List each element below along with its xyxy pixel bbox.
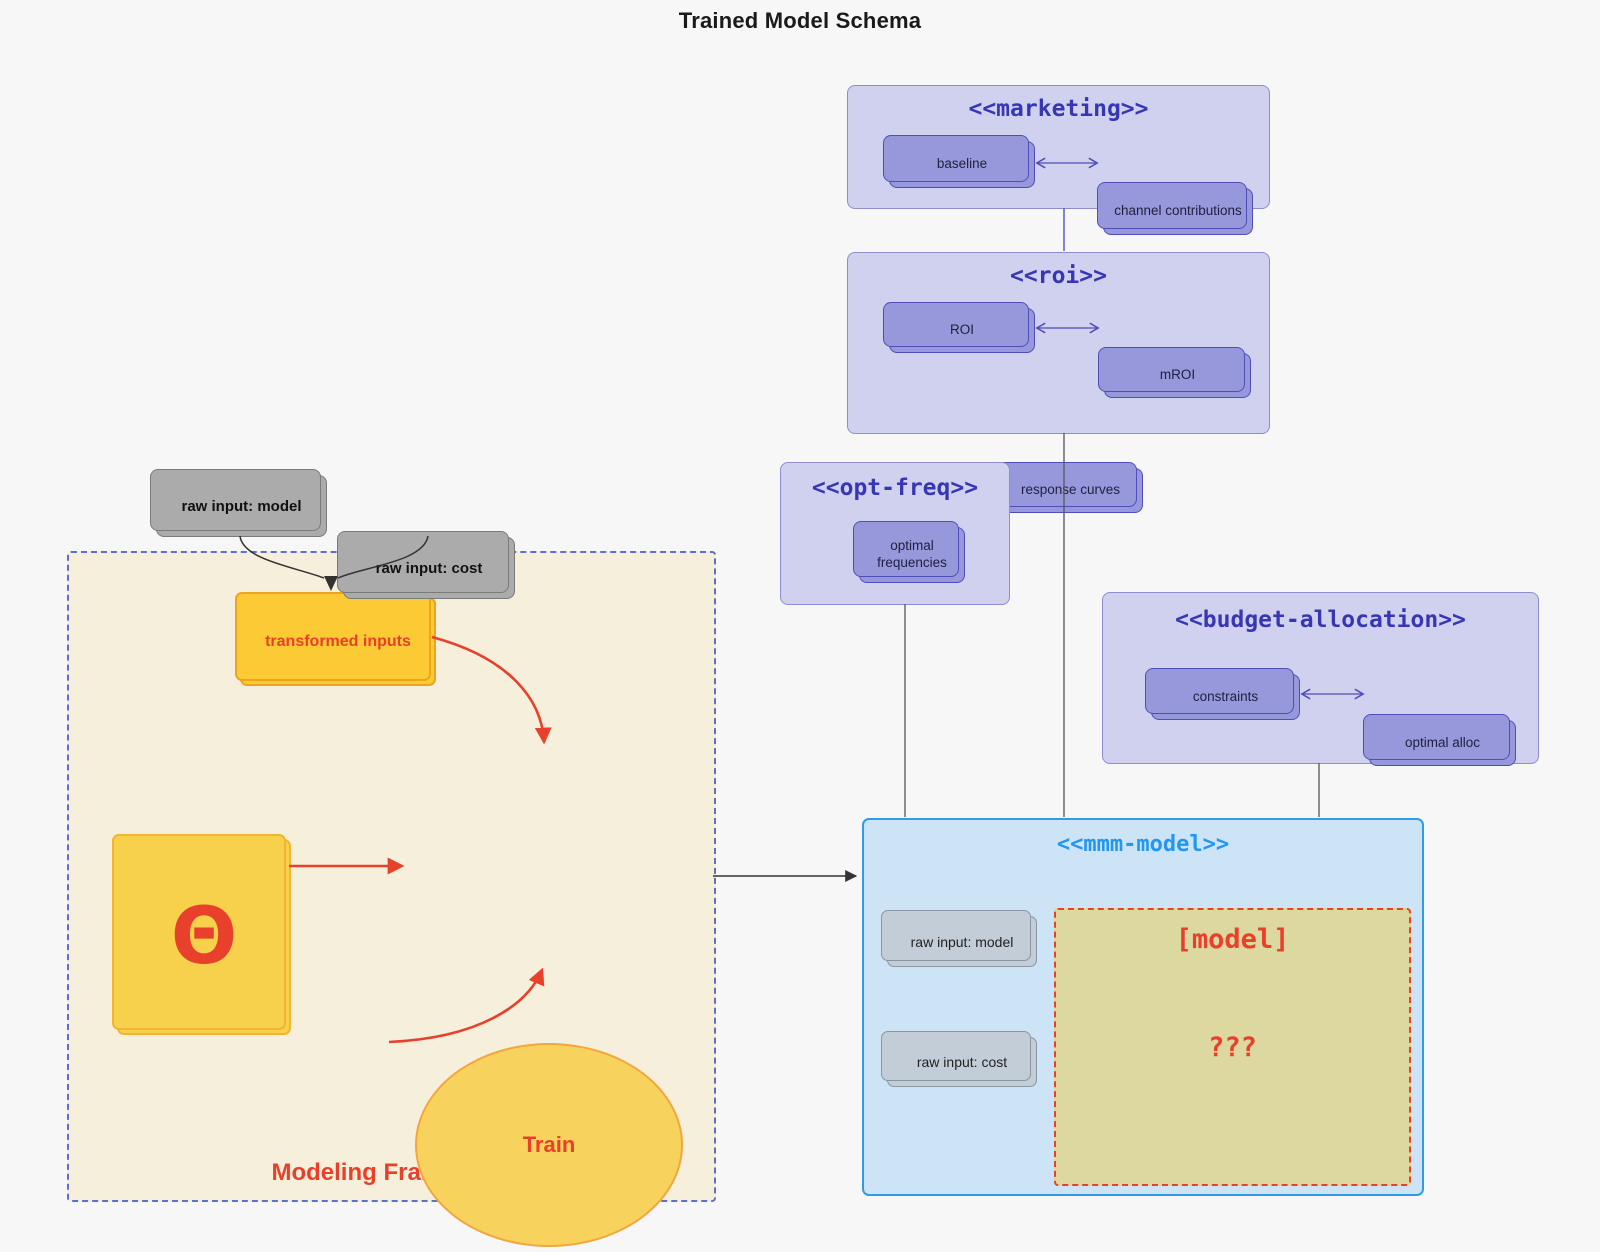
- node-raw-input-model-label: raw input: model: [181, 497, 302, 515]
- node-constraints-label: constraints: [1192, 688, 1259, 704]
- node-optimal-alloc: optimal alloc: [1363, 714, 1516, 766]
- cluster-budget-allocation-title: <<budget-allocation>>: [1175, 607, 1466, 633]
- node-mmm-raw-input-cost: raw input: cost: [881, 1031, 1037, 1087]
- node-optimal-alloc-label: optimal alloc: [1404, 734, 1481, 750]
- node-mroi-label: mROI: [1159, 367, 1196, 383]
- cluster-roi: <<roi>> ROI mROI response curves: [847, 252, 1270, 513]
- node-model-label: [model]: [1175, 924, 1290, 955]
- node-transformed-inputs: transformed inputs: [235, 592, 436, 686]
- cluster-mmm-model: <<mmm-model>> raw input: model raw input…: [862, 818, 1424, 1196]
- node-optimal-frequencies-label: optimal frequencies: [877, 538, 947, 570]
- node-raw-input-model: raw input: model: [150, 469, 327, 537]
- node-roi-label: ROI: [949, 322, 974, 338]
- cluster-marketing-title: <<marketing>>: [968, 96, 1149, 122]
- node-mmm-raw-input-model-label: raw input: model: [910, 933, 1014, 950]
- cluster-budget-allocation: <<budget-allocation>> constraints optima…: [1102, 592, 1539, 766]
- node-channel-contributions-label: channel contributions: [1114, 203, 1242, 219]
- node-baseline-label: baseline: [936, 156, 988, 172]
- cluster-mmm-model-title: <<mmm-model>>: [1056, 832, 1230, 857]
- node-raw-input-cost: raw input: cost: [337, 531, 515, 599]
- node-model-unknown: ???: [1208, 1032, 1257, 1063]
- node-model-placeholder: [model] ???: [1054, 908, 1411, 1186]
- node-constraints: constraints: [1145, 668, 1300, 720]
- node-train: Train: [415, 1043, 683, 1247]
- node-response-curves: response curves: [992, 462, 1143, 513]
- node-mroi: mROI: [1098, 347, 1251, 398]
- node-response-curves-label: response curves: [1020, 482, 1121, 498]
- node-train-label: Train: [522, 1132, 576, 1157]
- node-channel-contributions: channel contributions: [1097, 182, 1253, 235]
- cluster-opt-freq: <<opt-freq>> optimal frequencies: [780, 462, 1010, 605]
- node-theta-label: Θ: [170, 892, 238, 982]
- node-transformed-inputs-label: transformed inputs: [265, 632, 411, 650]
- node-mmm-raw-input-cost-label: raw input: cost: [916, 1054, 1008, 1070]
- page-title: Trained Model Schema: [678, 8, 922, 33]
- cluster-modeling-framework: Modeling Framework transformed inputs Θ …: [67, 551, 716, 1247]
- cluster-marketing: <<marketing>> baseline channel contribut…: [847, 85, 1270, 235]
- node-baseline: baseline: [883, 135, 1035, 188]
- cluster-opt-freq-title: <<opt-freq>>: [811, 475, 979, 501]
- node-roi: ROI: [883, 302, 1035, 353]
- node-theta: Θ: [112, 834, 291, 1035]
- node-optimal-frequencies: optimal frequencies: [853, 521, 965, 583]
- node-mmm-raw-input-model: raw input: model: [881, 910, 1037, 967]
- cluster-roi-title: <<roi>>: [1010, 263, 1107, 289]
- node-raw-input-cost-label: raw input: cost: [375, 559, 483, 577]
